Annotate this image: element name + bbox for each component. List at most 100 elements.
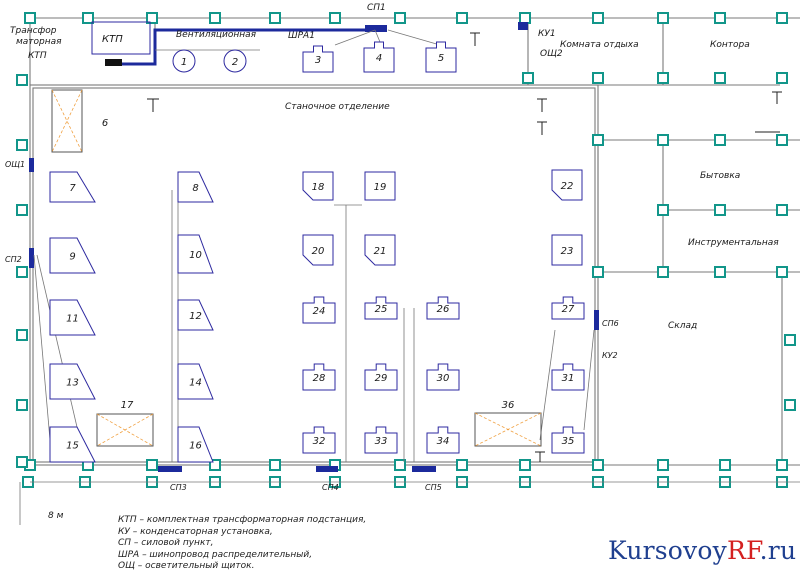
equipment-number: 7 (69, 183, 76, 194)
equipment-number: 2 (232, 57, 238, 68)
label-ku2: КУ2 (602, 351, 618, 360)
label-sp3: СП3 (170, 483, 187, 492)
label-domestic: Бытовка (700, 171, 740, 181)
watermark-part3: .ru (759, 536, 797, 565)
label-sp2: СП2 (5, 255, 22, 264)
column-marker (456, 459, 468, 471)
equipment-box (364, 363, 398, 391)
column-marker (209, 12, 221, 24)
equipment-number: 34 (437, 436, 450, 447)
equipment-box (177, 299, 214, 331)
label-shra1: ШРА1 (288, 31, 315, 41)
equipment-box (364, 426, 398, 454)
equipment-box (177, 234, 214, 274)
equipment-box (364, 296, 398, 320)
equipment-box (363, 41, 395, 73)
building-columns (16, 12, 796, 488)
equipment-number: 27 (562, 304, 575, 315)
column-marker (16, 74, 28, 86)
equipment-number: 14 (189, 378, 202, 389)
equipment-number: 1 (181, 57, 187, 68)
equipment-box (302, 426, 336, 454)
label-ku1: КУ1 (538, 29, 556, 39)
equipment-number: 16 (189, 441, 202, 452)
label-tool: Инструментальная (688, 238, 779, 248)
column-marker (657, 12, 669, 24)
equipment-number: 21 (374, 246, 387, 257)
equipment-box (364, 234, 396, 266)
equipment-number: 33 (375, 436, 388, 447)
equipment-box (302, 171, 334, 201)
legend-line: КТП – комплектная трансформаторная подст… (118, 515, 367, 525)
column-marker (657, 134, 669, 146)
column-marker (269, 12, 281, 24)
legend-line: СП – силовой пункт, (118, 538, 214, 548)
equipment-box (49, 426, 96, 463)
column-marker (209, 459, 221, 471)
label-sp1: СП1 (367, 3, 386, 13)
column-marker (519, 459, 531, 471)
equipment-box (302, 296, 336, 324)
watermark-part1: Kursovoy (608, 536, 727, 565)
equipment-box (177, 363, 214, 400)
building-walls (29, 17, 800, 466)
column-marker (592, 12, 604, 24)
label-osch2: ОЩ2 (540, 49, 563, 59)
column-marker (784, 334, 796, 346)
column-marker (714, 266, 726, 278)
ktp-block (91, 21, 247, 73)
equipment-box (426, 363, 460, 391)
equipment-box (49, 171, 96, 203)
equipment-number: 6 (102, 118, 108, 129)
equipment-box (49, 299, 96, 336)
column-marker (714, 72, 726, 84)
equipment-number: 18 (312, 182, 325, 193)
equipment-box (551, 363, 585, 391)
equipment-box (551, 169, 583, 201)
column-marker (16, 329, 28, 341)
equipment-number: 20 (312, 246, 325, 257)
equipment-box (49, 237, 96, 274)
crane-markers (51, 89, 542, 447)
column-marker (714, 134, 726, 146)
equipment-box (302, 363, 336, 391)
column-marker (592, 459, 604, 471)
equipment-number: 31 (562, 373, 575, 384)
equipment-number: 28 (313, 373, 326, 384)
label-osch1: ОЩ1 (5, 160, 25, 169)
equipment-number: 17 (121, 400, 134, 411)
column-marker (592, 134, 604, 146)
cable-lines (19, 29, 800, 525)
column-marker (16, 139, 28, 151)
equipment-box (551, 426, 585, 454)
equipment-number: 24 (313, 306, 326, 317)
label-office: Контора (710, 40, 750, 50)
equipment-box (302, 234, 334, 266)
column-marker (24, 12, 36, 24)
equipment-number: 22 (561, 181, 574, 192)
column-marker (394, 12, 406, 24)
column-marker (776, 459, 788, 471)
column-marker (776, 266, 788, 278)
equipment-number: 25 (375, 304, 388, 315)
column-marker (719, 459, 731, 471)
column-marker (714, 204, 726, 216)
label-transformer-1: Трансфор (10, 26, 57, 36)
equipment-box (551, 234, 583, 266)
equipment-box (551, 296, 585, 320)
equipment-number: 12 (189, 311, 202, 322)
equipment-box (426, 296, 460, 320)
equipment-box (425, 41, 457, 73)
watermark-part2: RF (726, 536, 760, 565)
legend-line: КУ – конденсаторная установка, (118, 526, 273, 537)
column-marker (269, 459, 281, 471)
plan-labels: Трансфор маторная КТП КТП Вентиляционная… (5, 3, 779, 521)
equipment-number: 15 (66, 441, 79, 452)
equipment-box (302, 45, 334, 73)
label-transformer-2: маторная (16, 37, 62, 47)
equipment-number: 35 (562, 436, 575, 447)
column-marker (522, 72, 534, 84)
equipment-number: 23 (561, 246, 574, 257)
column-marker (657, 204, 669, 216)
